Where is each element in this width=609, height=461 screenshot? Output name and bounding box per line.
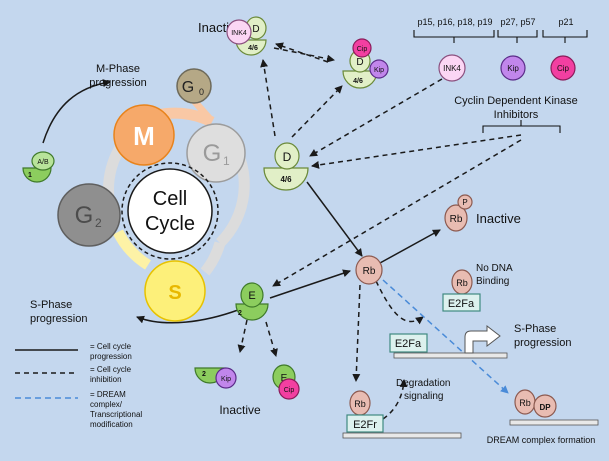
svg-text:2: 2 [95, 216, 102, 230]
legend: = Cell cycle progression = Cell cycle in… [15, 342, 142, 429]
svg-text:complex/: complex/ [90, 400, 123, 409]
rb-e2fa-complex: Rb E2Fa No DNA Binding [442, 263, 513, 312]
rb-protein: Rb [355, 255, 383, 285]
svg-text:DP: DP [539, 403, 551, 412]
svg-text:M: M [133, 121, 155, 151]
svg-text:Inhibitors: Inhibitors [494, 109, 539, 121]
svg-text:p15, p16, p18, p19: p15, p16, p18, p19 [417, 17, 492, 27]
svg-text:D: D [356, 57, 363, 68]
svg-text:Kip: Kip [374, 67, 384, 74]
svg-text:p21: p21 [558, 17, 573, 27]
svg-text:inhibition: inhibition [90, 375, 122, 384]
e2fa-dna-binding: E2Fa S-Phase progression [389, 323, 571, 359]
svg-text:E: E [281, 373, 288, 384]
svg-text:Rb: Rb [519, 398, 531, 408]
inactive-cdk2-kip-complex: 2 Kip [194, 367, 237, 389]
svg-text:Rb: Rb [456, 278, 468, 288]
svg-text:Cell: Cell [153, 188, 187, 210]
svg-text:2: 2 [202, 371, 206, 378]
svg-text:Kip: Kip [507, 64, 519, 73]
svg-text:INK4: INK4 [231, 30, 247, 37]
svg-text:Cip: Cip [357, 46, 368, 53]
rb-dp-dream-complex: Rb DP DREAM complex formation [487, 389, 599, 445]
svg-text:modification: modification [90, 420, 133, 429]
svg-text:Cycle: Cycle [145, 213, 195, 235]
svg-text:4/6: 4/6 [353, 78, 363, 85]
svg-text:E2Fa: E2Fa [448, 298, 475, 310]
cell-cycle-center: Cell Cycle [121, 162, 219, 260]
svg-text:S: S [168, 282, 181, 304]
svg-text:Rb: Rb [450, 214, 463, 225]
svg-text:E2Fr: E2Fr [353, 419, 377, 431]
svg-text:G: G [203, 140, 222, 167]
svg-text:M-Phase: M-Phase [96, 63, 140, 75]
rb-e2fr-complex: Rb E2Fr Degradation signaling [342, 378, 462, 439]
svg-text:Degradation: Degradation [396, 378, 450, 389]
svg-text:G: G [75, 202, 94, 229]
progression-arrows [136, 181, 441, 324]
svg-text:1: 1 [223, 154, 230, 168]
svg-text:A/B: A/B [37, 159, 49, 166]
cyclin-d-cdk46-complex: D 4/6 [263, 142, 309, 191]
svg-text:2: 2 [238, 310, 242, 317]
svg-text:E: E [248, 290, 255, 302]
cyclin-e-cdk2-complex: E 2 [235, 282, 269, 321]
inactive-cyclin-e-cip-complex: E Cip [272, 364, 300, 400]
cdk-inhibitors-panel: p15, p16, p18, p19 p27, p57 p21 INK4 Kip… [413, 17, 588, 133]
g0-phase-node: G 0 [176, 68, 212, 104]
svg-text:1: 1 [28, 172, 32, 179]
dream-arrow [382, 279, 509, 394]
mphase-progression: M-Phase progression [42, 63, 147, 144]
svg-text:signaling: signaling [404, 391, 443, 402]
svg-text:0: 0 [199, 87, 204, 97]
svg-text:Rb: Rb [354, 399, 366, 409]
svg-text:INK4: INK4 [443, 64, 461, 73]
svg-text:4/6: 4/6 [280, 175, 292, 184]
svg-text:No DNA: No DNA [476, 263, 513, 274]
svg-text:= DREAM: = DREAM [90, 390, 126, 399]
svg-text:DREAM complex formation: DREAM complex formation [487, 435, 596, 445]
svg-text:Cip: Cip [284, 387, 295, 394]
svg-text:P: P [462, 198, 467, 207]
svg-text:Cip: Cip [557, 64, 570, 73]
svg-text:Inactive: Inactive [476, 211, 521, 226]
phosphorylated-rb: Rb P Inactive [444, 194, 521, 232]
svg-text:Rb: Rb [363, 266, 376, 277]
inactive-bottom-label: Inactive [219, 403, 261, 417]
svg-text:D: D [252, 24, 259, 35]
s-phase-node: S [144, 260, 206, 322]
svg-text:= Cell cycle: = Cell cycle [90, 342, 132, 351]
sphase-progression-left-line1: S-Phase [30, 299, 72, 311]
g2-phase-node: G 2 [57, 183, 121, 247]
svg-text:G: G [182, 79, 194, 96]
inhibition-arrows [237, 42, 522, 420]
svg-text:progression: progression [514, 337, 571, 349]
svg-text:Cyclin Dependent Kinase: Cyclin Dependent Kinase [454, 95, 578, 107]
svg-text:= Cell cycle: = Cell cycle [90, 365, 132, 374]
svg-text:progression: progression [90, 352, 132, 361]
cyclin-ab-cdk1-complex: A/B 1 [22, 151, 55, 183]
inactive-cip-kip-complex: D Cip Kip 4/6 [342, 38, 389, 89]
svg-text:p27, p57: p27, p57 [500, 17, 535, 27]
svg-text:Transcriptional: Transcriptional [90, 410, 142, 419]
svg-text:D: D [283, 150, 292, 164]
svg-text:Binding: Binding [476, 276, 509, 287]
svg-text:E2Fa: E2Fa [395, 338, 422, 350]
svg-text:4/6: 4/6 [248, 45, 258, 52]
svg-text:Kip: Kip [221, 376, 231, 383]
m-phase-node: M [113, 104, 175, 166]
sphase-progression-left-line2: progression [30, 313, 87, 325]
svg-text:S-Phase: S-Phase [514, 323, 556, 335]
svg-text:progression: progression [89, 77, 146, 89]
inactive-ink4-complex: Inactive D INK4 4/6 [198, 16, 267, 56]
g1-phase-node: G 1 [186, 123, 246, 183]
